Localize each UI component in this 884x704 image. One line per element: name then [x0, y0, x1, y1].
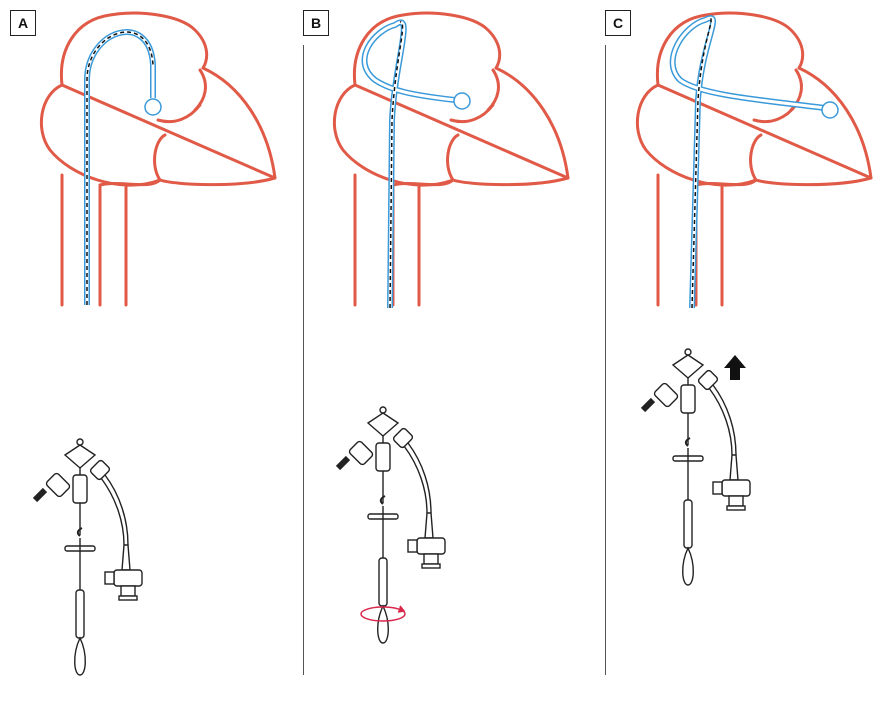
catheter-a [84, 29, 162, 305]
panel-divider [605, 45, 606, 675]
heart-outline-a [39, 11, 277, 307]
catheter-device-a [35, 439, 142, 675]
panel-label-b: B [303, 10, 329, 36]
catheter-device-c [643, 349, 750, 585]
catheter-b [361, 19, 471, 309]
pull-up-arrow-icon [724, 355, 746, 380]
panel-label-c: C [605, 10, 631, 36]
heart-outline-b [332, 11, 570, 307]
panel-label-a: A [10, 10, 36, 36]
rotation-arrow-icon [360, 605, 406, 622]
catheter-c [669, 15, 839, 309]
panel-divider [303, 45, 304, 675]
